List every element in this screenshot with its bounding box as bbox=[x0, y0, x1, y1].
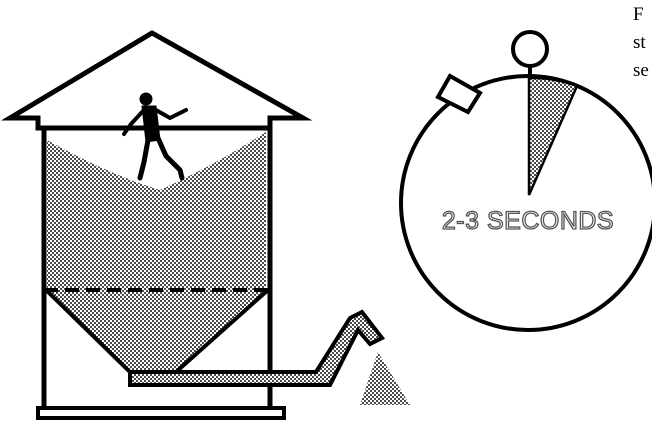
stopwatch-label: 2-3 SECONDS bbox=[442, 207, 614, 235]
discharge-grain-pile bbox=[360, 352, 410, 405]
person-leg-left bbox=[137, 137, 151, 181]
bin-base bbox=[36, 406, 286, 420]
person-arm-left bbox=[122, 108, 146, 136]
side-text-line-2: st bbox=[633, 32, 646, 53]
side-text-line-3: se bbox=[633, 60, 649, 81]
stopwatch-crown bbox=[511, 30, 549, 68]
grain-bin bbox=[0, 30, 313, 420]
grain-fill bbox=[47, 132, 266, 370]
elapsed-time-wedge bbox=[527, 76, 579, 196]
auger-tube bbox=[128, 309, 386, 387]
auger bbox=[128, 309, 410, 405]
sinking-person bbox=[122, 92, 188, 181]
side-text-line-1: F bbox=[633, 4, 644, 25]
person-head bbox=[139, 92, 153, 106]
hopper-cone-right bbox=[174, 288, 270, 374]
person-arm-right bbox=[154, 108, 188, 120]
bin-roof bbox=[0, 30, 313, 131]
hopper-cone-left bbox=[44, 288, 132, 374]
stopwatch-side-button bbox=[435, 73, 483, 115]
stopwatch-face bbox=[399, 74, 652, 332]
stopwatch: 2-3 SECONDS bbox=[399, 30, 652, 332]
person-leg-right bbox=[155, 135, 185, 181]
